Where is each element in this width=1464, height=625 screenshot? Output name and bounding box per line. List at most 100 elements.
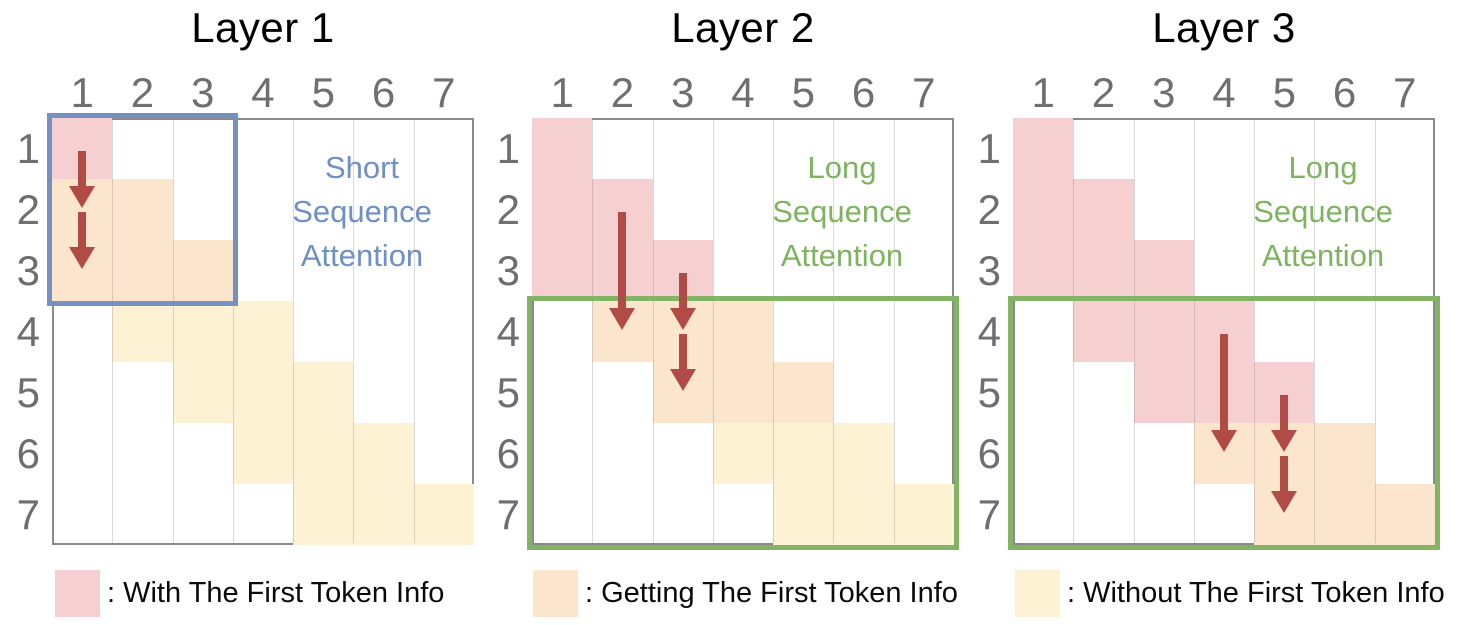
attention-arrow (69, 211, 96, 269)
column-gridline (592, 120, 594, 543)
column-label: 5 (1272, 69, 1296, 116)
row-label: 5 (16, 368, 40, 416)
row-label: 5 (496, 368, 520, 416)
attention-arrow (1211, 333, 1237, 452)
column-label: 1 (550, 69, 574, 116)
short-sequence-box (47, 113, 238, 306)
arrow-stem (1220, 333, 1228, 432)
attention-arrow (609, 211, 636, 330)
row-label: 5 (977, 368, 1001, 416)
row-label: 1 (977, 124, 1001, 172)
attention-arrow (669, 272, 696, 330)
annotation-line: Short (324, 150, 400, 185)
panel-title: Layer 2 (671, 4, 815, 51)
column-gridline (172, 120, 174, 543)
legend-item: : With The First Token Info (55, 570, 444, 617)
row-label: 1 (16, 124, 40, 172)
panel-title: Layer 1 (191, 4, 335, 51)
legend-label: : Getting The First Token Info (585, 577, 958, 609)
grid-cell (353, 423, 414, 484)
grid-cell (893, 484, 954, 545)
annotation-line: Attention (300, 238, 424, 273)
row-label: 3 (16, 246, 40, 294)
arrow-stem (678, 333, 687, 371)
attention-grid (532, 118, 954, 545)
row-label: 2 (16, 185, 40, 233)
grid-cell (1133, 362, 1194, 423)
column-label: 2 (610, 69, 635, 116)
column-gridline (232, 120, 234, 543)
arrow-head (609, 307, 636, 330)
grid-cell (532, 179, 593, 240)
row-label: 3 (977, 246, 1001, 294)
column-label: 3 (1152, 69, 1176, 116)
annotation-line: Attention (1261, 238, 1385, 273)
grid-cell (773, 362, 834, 423)
grid-cell (773, 423, 834, 484)
column-gridline (712, 120, 714, 543)
grid-cell (413, 484, 474, 545)
grid-cell (1013, 240, 1074, 301)
grid-cell (1073, 240, 1134, 301)
column-label: 2 (130, 69, 155, 116)
attention-grid (1013, 118, 1435, 545)
legend-label: : Without The First Token Info (1067, 577, 1445, 609)
column-gridline (293, 120, 295, 543)
grid-cell (712, 362, 774, 423)
column-gridline (1133, 120, 1135, 543)
column-label: 1 (1031, 69, 1055, 116)
attention-arrow (669, 333, 696, 391)
column-label: 6 (1332, 69, 1357, 116)
grid-cell (172, 301, 233, 362)
column-label: 3 (191, 69, 215, 116)
column-label: 5 (311, 69, 335, 116)
column-label: 1 (70, 69, 94, 116)
legend: : With The First Token Info : Getting Th… (0, 570, 1464, 617)
column-label: 7 (432, 69, 456, 116)
column-gridline (652, 120, 654, 543)
row-label: 6 (16, 429, 40, 477)
arrow-head (669, 368, 696, 391)
row-label: 6 (977, 429, 1001, 477)
grid-cell (293, 362, 354, 423)
annotation-line: Long (807, 150, 877, 185)
grid-cell (232, 301, 294, 362)
column-label: 7 (1393, 69, 1417, 116)
grid-cell (172, 362, 233, 423)
annotation-line: Sequence (292, 194, 432, 229)
column-label: 2 (1091, 69, 1116, 116)
grid-cell (712, 301, 774, 362)
column-label: 5 (791, 69, 815, 116)
column-gridline (1374, 120, 1376, 543)
column-gridline (773, 120, 775, 543)
grid-cell (1073, 301, 1134, 362)
arrow-stem (618, 211, 627, 310)
annotation-line: Long (1288, 150, 1358, 185)
arrow-head (1211, 429, 1237, 452)
attention-arrow (69, 150, 96, 208)
arrow-stem (78, 150, 87, 188)
legend-swatch-yellow (1015, 570, 1060, 617)
arrow-head (1271, 429, 1298, 452)
attention-grid (52, 118, 474, 545)
column-gridline (353, 120, 355, 543)
column-gridline (1073, 120, 1075, 543)
grid-cell (1314, 423, 1375, 484)
row-label: 6 (496, 429, 520, 477)
arrow-head (69, 185, 96, 208)
attention-arrow (1271, 455, 1298, 513)
column-label: 3 (671, 69, 695, 116)
column-label: 6 (851, 69, 876, 116)
column-label: 4 (1212, 69, 1236, 116)
long-sequence-box (527, 296, 959, 550)
annotation-line: Sequence (1253, 194, 1393, 229)
panel-title: Layer 3 (1152, 4, 1296, 51)
row-label: 7 (496, 490, 520, 538)
row-label: 4 (977, 307, 1001, 355)
column-gridline (413, 120, 415, 543)
legend-swatch-pink (55, 570, 100, 617)
row-label: 2 (977, 185, 1001, 233)
